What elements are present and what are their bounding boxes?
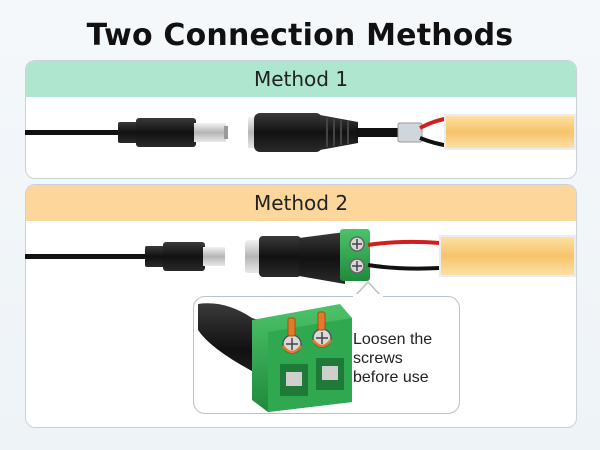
callout-line: Loosen the bbox=[353, 331, 433, 348]
method-2-male-plug-icon bbox=[25, 242, 225, 271]
method-1-male-plug-icon bbox=[25, 118, 228, 147]
loosen-arrow-icon bbox=[287, 311, 326, 337]
method-1-female-socket-icon bbox=[248, 113, 451, 152]
method-1-header: Method 1 bbox=[26, 61, 576, 97]
callout-line: screws bbox=[353, 350, 403, 367]
page-title: Two Connection Methods bbox=[86, 18, 514, 53]
method-2-led-strip-icon bbox=[439, 235, 576, 277]
method-1-led-strip-icon bbox=[444, 114, 576, 150]
callout-text: Loosen the screws before use bbox=[353, 330, 453, 387]
method-2-header: Method 2 bbox=[26, 185, 576, 221]
callout-line: before use bbox=[353, 369, 429, 386]
terminal-closeup-icon bbox=[198, 303, 352, 412]
method-2-screw-terminal-adapter-icon bbox=[245, 229, 441, 284]
